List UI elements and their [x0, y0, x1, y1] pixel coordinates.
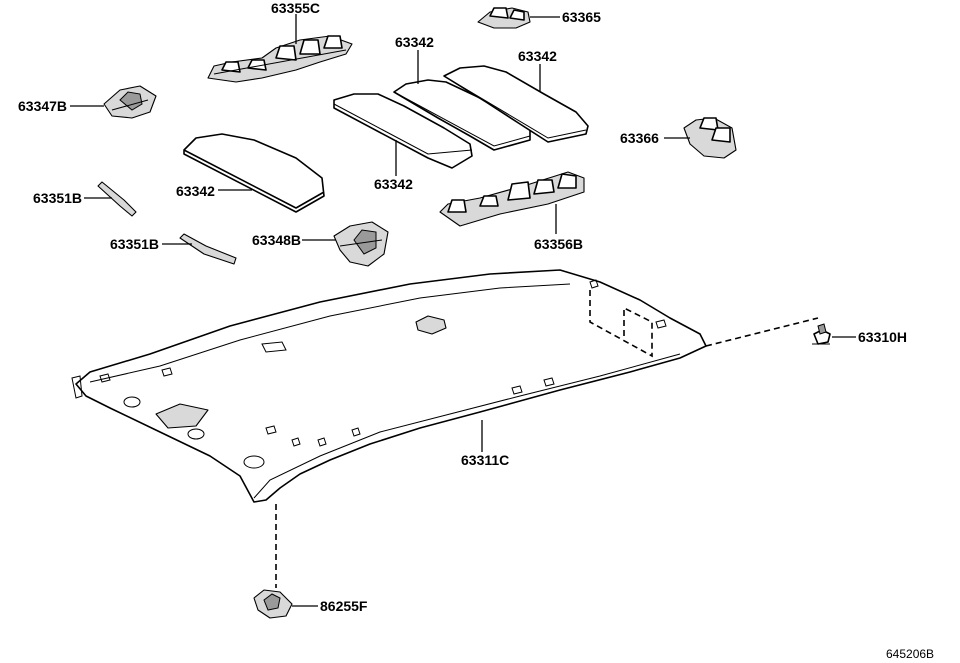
- pad-63342-left: [183, 133, 325, 213]
- part-63366: [683, 117, 737, 159]
- part-63356b: [439, 171, 585, 227]
- headliner-63311c: [71, 269, 707, 503]
- part-63347b: [103, 85, 157, 119]
- drawing-ref: 645206B: [886, 647, 934, 661]
- part-63355c: [207, 35, 353, 83]
- clip-86255f: [253, 589, 293, 619]
- strip-63351b-upper: [97, 181, 137, 217]
- label-63366: 63366: [620, 130, 659, 146]
- label-63311c: 63311C: [461, 452, 509, 468]
- label-63342-left: 63342: [176, 183, 215, 199]
- dashed-line-63310h: [705, 317, 819, 347]
- label-63342-center: 63342: [374, 176, 413, 192]
- label-63342-mid: 63342: [395, 34, 434, 50]
- label-63365: 63365: [562, 9, 601, 25]
- label-63310h: 63310H: [858, 329, 907, 345]
- label-63356b: 63356B: [534, 236, 583, 252]
- pad-63342-center: [333, 93, 473, 169]
- label-63348b: 63348B: [252, 232, 301, 248]
- part-63348b: [333, 221, 389, 267]
- label-63355c: 63355C: [271, 0, 320, 16]
- label-63347b: 63347B: [18, 98, 67, 114]
- label-86255f: 86255F: [320, 598, 368, 614]
- part-63365: [477, 7, 531, 29]
- label-63351b-lower: 63351B: [110, 236, 159, 252]
- pad-63342-right: [443, 65, 589, 143]
- label-63351b-upper: 63351B: [33, 190, 82, 206]
- label-63342-right: 63342: [518, 48, 557, 64]
- strip-63351b-lower: [179, 233, 237, 265]
- clip-63310h: [812, 323, 831, 345]
